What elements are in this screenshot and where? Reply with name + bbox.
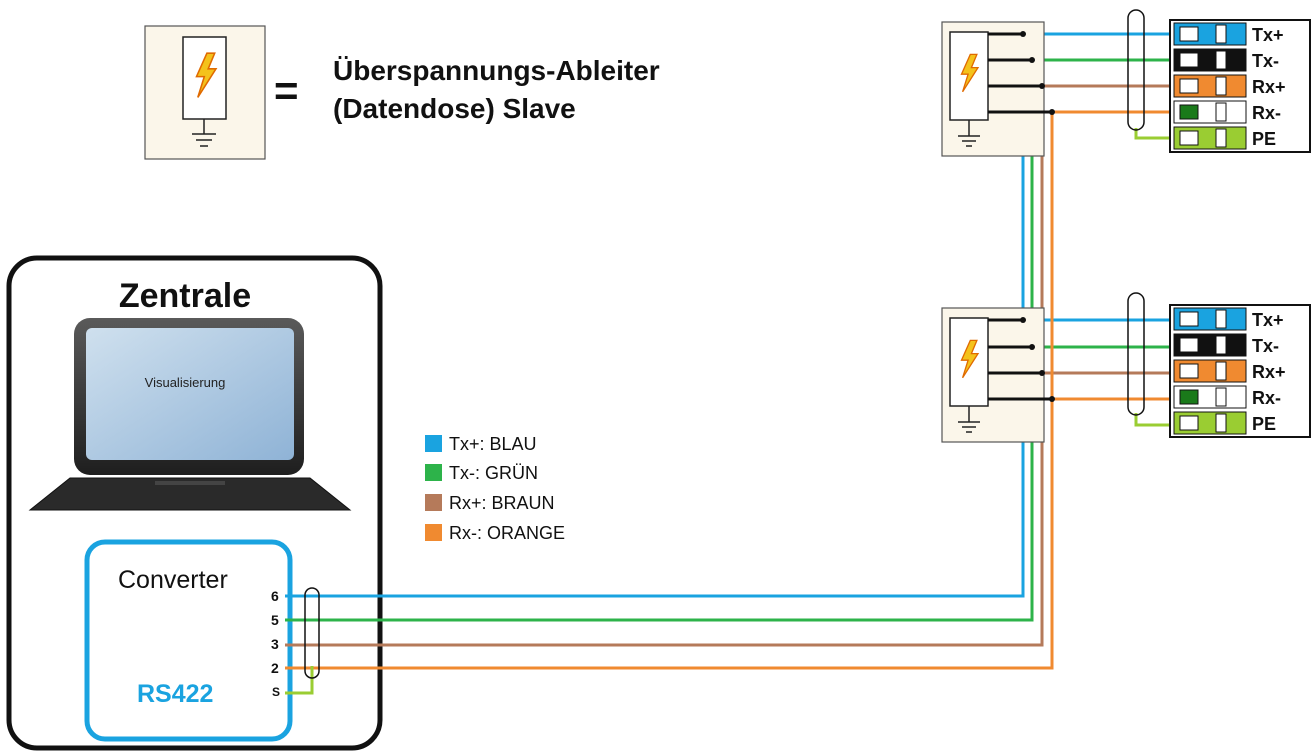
legend-label-blue: Tx+: BLAU [449, 434, 537, 454]
shield-wire-slave-1 [1134, 128, 1170, 140]
terminal-block-slave-2: Tx+ Tx- Rx+ Rx- PE [1169, 304, 1311, 438]
legend-label-green: Tx-: GRÜN [449, 463, 538, 483]
wire-legend: Tx+: BLAU Tx-: GRÜN Rx+: BRAUN Rx-: ORAN… [425, 434, 565, 543]
arrester-slave-1 [941, 21, 1055, 157]
cable-shield-converter [304, 587, 320, 679]
pin-5: 5 [271, 612, 279, 628]
terminal-slot [1179, 78, 1199, 94]
terminal-label: Rx- [1252, 388, 1281, 408]
cable-shield-slave-2 [1127, 292, 1145, 416]
terminal-lever [1215, 361, 1227, 381]
terminal-slot [1179, 389, 1199, 405]
shield-wire-slave-2 [1134, 413, 1170, 427]
terminal-slot [1179, 311, 1199, 327]
terminal-label: Rx- [1252, 103, 1281, 123]
terminal-slot [1179, 130, 1199, 146]
terminal-slot [1179, 26, 1199, 42]
legend-label-orange: Rx-: ORANGE [449, 523, 565, 543]
legend-swatch-orange [425, 524, 442, 541]
terminal-label: Rx+ [1252, 77, 1286, 97]
pin-s: S [272, 685, 280, 699]
terminal-slot [1179, 52, 1199, 68]
terminal-slot [1179, 337, 1199, 353]
central-title: Zentrale [119, 277, 251, 315]
cable-shield-slave-1 [1127, 9, 1145, 131]
screen-label: Visualisierung [145, 375, 226, 390]
terminal-label: PE [1252, 414, 1276, 434]
terminal-lever [1215, 24, 1227, 44]
legend-title-line1: Überspannungs-Ableiter [333, 55, 660, 86]
terminal-label: Tx+ [1252, 310, 1284, 330]
terminal-slot [1179, 104, 1199, 120]
terminal-label: Tx+ [1252, 25, 1284, 45]
legend-swatch-blue [425, 435, 442, 452]
arrester-slave-2 [941, 307, 1055, 443]
terminal-lever [1215, 76, 1227, 96]
terminal-block-slave-1: Tx+ Tx- Rx+ Rx- PE [1169, 19, 1311, 153]
converter-box [84, 539, 293, 742]
legend-swatch-green [425, 464, 442, 481]
legend-equals: = [274, 67, 299, 114]
terminal-label: Rx+ [1252, 362, 1286, 382]
terminal-lever [1215, 335, 1227, 355]
legend-label-brown: Rx+: BRAUN [449, 493, 555, 513]
terminal-slot [1179, 415, 1199, 431]
terminal-lever [1215, 102, 1227, 122]
pin-3: 3 [271, 636, 279, 652]
terminal-lever [1215, 309, 1227, 329]
converter-pins: 6 5 3 2 S [271, 588, 280, 699]
pin-6: 6 [271, 588, 279, 604]
legend-swatch-brown [425, 494, 442, 511]
cable-shields [304, 9, 1145, 679]
legend-arrester-symbol [144, 25, 266, 160]
terminal-slot [1179, 363, 1199, 379]
converter-type: RS422 [137, 680, 213, 708]
terminal-label: PE [1252, 129, 1276, 149]
terminal-label: Tx- [1252, 336, 1279, 356]
shield-wire-converter [285, 666, 314, 695]
terminal-lever [1215, 387, 1227, 407]
terminal-lever [1215, 128, 1227, 148]
wire-rx-minus [285, 110, 1170, 670]
laptop-icon [28, 318, 352, 511]
terminal-lever [1215, 50, 1227, 70]
legend-title-line2: (Datendose) Slave [333, 93, 576, 124]
converter-label: Converter [118, 566, 228, 594]
terminal-label: Tx- [1252, 51, 1279, 71]
terminal-lever [1215, 413, 1227, 433]
pin-2: 2 [271, 660, 279, 676]
